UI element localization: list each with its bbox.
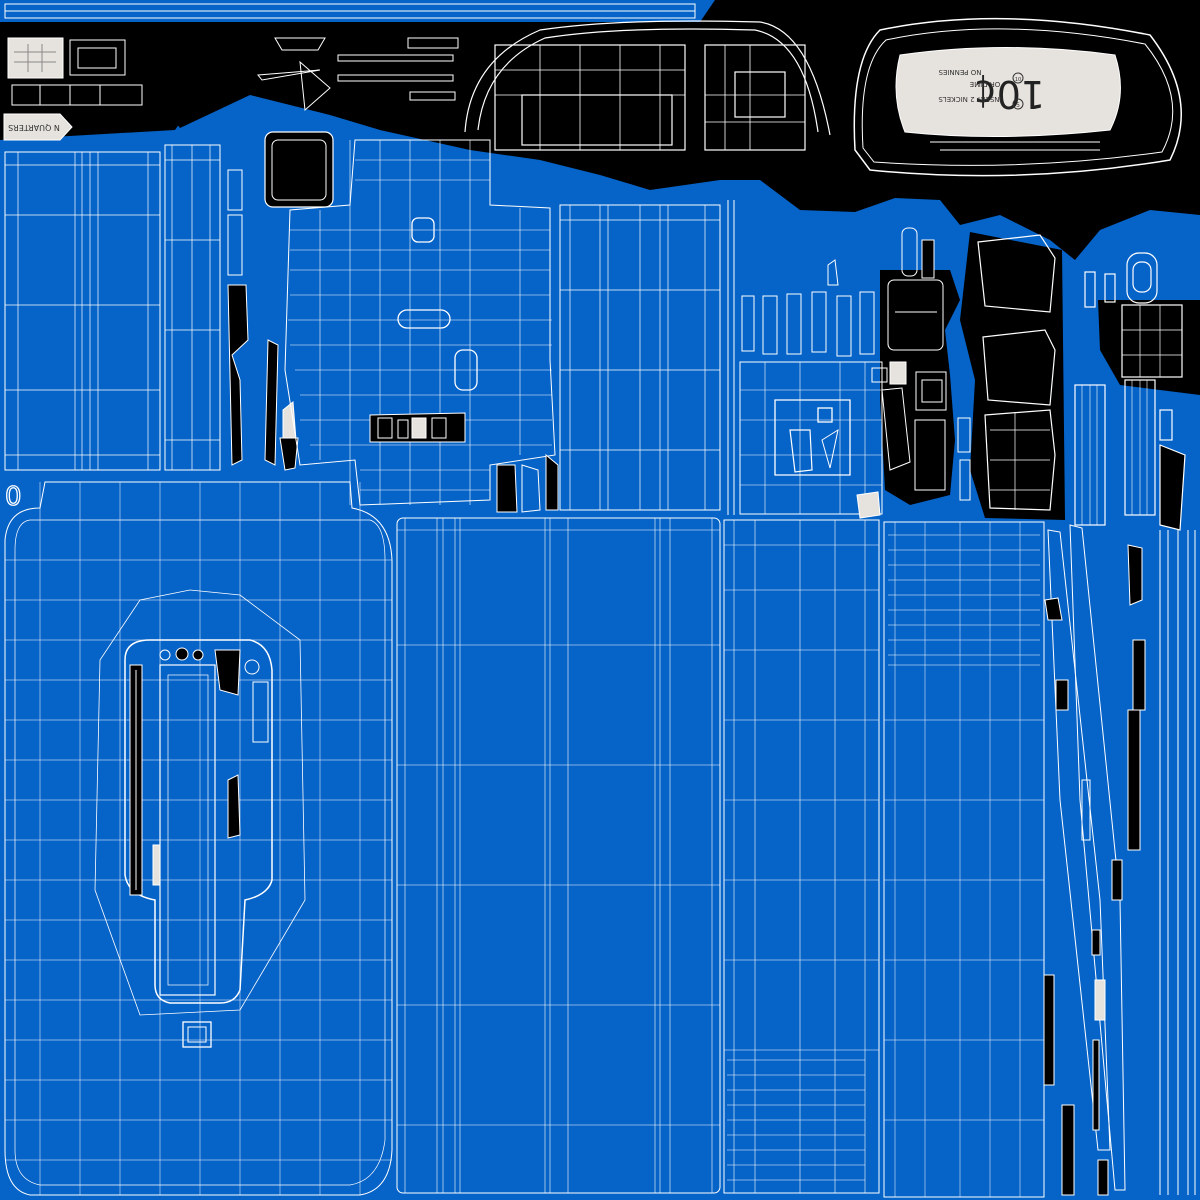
windshield-frame [464,20,831,151]
zero-glyph: 0 [5,482,22,512]
right-long-strips [1043,524,1196,1196]
top-left-cluster: N QUARTERS [3,37,143,141]
top-middle-pieces [257,37,459,112]
bottom-left-panel [4,481,393,1196]
void-region-far-right [1098,300,1200,395]
coin-price-label: 10¢ [972,72,1045,116]
right-seat-blocks [977,234,1186,531]
coin-badge-1: 5 [1016,102,1020,109]
bottom-center-panels [396,517,1045,1198]
top-ruler-strip [4,3,696,19]
coin-badge-2: 10 [1015,77,1021,83]
small-bars-row [741,227,935,357]
left-panels [4,144,299,471]
center-panel [496,200,735,515]
dashboard-block [739,279,971,519]
coin-plate: 10¢ INSERT 2 NICKELS OR DIME NO PENNIES … [853,17,1182,177]
quarters-tag-label: N QUARTERS [8,123,60,132]
void-region-mid-right [960,232,1065,520]
coin-line-1-label: INSERT 2 NICKELS [938,95,1002,103]
coin-line-2-label: OR DIME [970,80,1001,88]
seat-mesh [284,139,556,506]
coin-line-3-label: NO PENNIES [938,68,982,76]
dark-card [264,131,334,208]
